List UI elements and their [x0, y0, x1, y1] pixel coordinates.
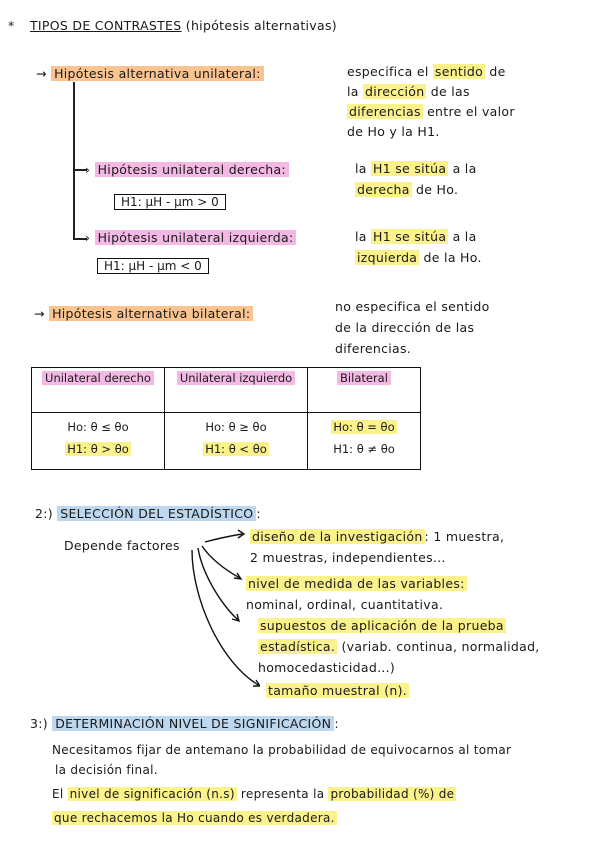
arrow-icon: › — [85, 230, 91, 245]
factor-item: tamaño muestral (n). — [266, 683, 410, 698]
contrast-table: Unilateral derecho Unilateral izquierdo … — [31, 367, 421, 470]
unilateral-row: → Hipótesis alternativa unilateral: — [36, 66, 264, 81]
unilateral-desc-line: la dirección de las — [347, 84, 470, 99]
table-cell: Ho: θ ≤ θo H1: θ > θo — [31, 412, 165, 470]
derecha-formula: H1: μH - μm > 0 — [114, 194, 226, 210]
table-header-cell: Bilateral — [307, 367, 421, 413]
factor-line: nivel de medida de las variables: — [246, 576, 467, 591]
table-header-cell: Unilateral derecho — [31, 367, 165, 413]
izquierda-formula: H1: μH - μm < 0 — [97, 258, 209, 274]
derecha-desc: la H1 se sitúa a la derecha de Ho. — [355, 158, 477, 200]
bilateral-desc-line: no especifica el sentido — [335, 299, 490, 314]
unilateral-label: Hipótesis alternativa unilateral: — [51, 66, 264, 81]
table-header-row: Unilateral derecho Unilateral izquierdo … — [31, 367, 421, 413]
section3-number: 3:) — [30, 716, 48, 731]
section1-title: TIPOS DE CONTRASTES — [30, 18, 182, 33]
table-header-cell: Unilateral izquierdo — [164, 367, 308, 413]
izquierda-row: › Hipótesis unilateral izquierda: — [85, 230, 297, 245]
section2-number: 2:) — [35, 506, 53, 521]
section3-heading: 3:) DETERMINACIÓN NIVEL DE SIGNIFICACIÓN… — [30, 716, 339, 731]
factor-arrows-icon — [191, 529, 260, 687]
factor-item: diseño de la investigación: 1 muestra, 2… — [250, 526, 504, 568]
unilateral-desc: especifica el sentido de la dirección de… — [347, 62, 515, 142]
derecha-desc-line: derecha de Ho. — [355, 182, 459, 197]
section3-line: que rechacemos la Ho cuando es verdadera… — [52, 811, 337, 825]
bilateral-desc-line: diferencias. — [335, 341, 412, 356]
izquierda-desc-line: izquierda de la Ho. — [355, 250, 482, 265]
section2-title: SELECCIÓN DEL ESTADÍSTICO — [57, 506, 257, 521]
tree-branch-line — [73, 169, 87, 171]
section3-line: El nivel de significación (n.s) represen… — [52, 787, 457, 801]
factor-line: tamaño muestral (n). — [266, 683, 410, 698]
section3-line: la decisión final. — [55, 763, 158, 777]
derecha-desc-line: la H1 se sitúa a la — [355, 161, 477, 176]
unilateral-desc-line: especifica el sentido de — [347, 64, 506, 79]
tree-vertical-line — [73, 82, 75, 240]
section3-body: Necesitamos fijar de antemano la probabi… — [52, 740, 511, 828]
bilateral-row: → Hipótesis alternativa bilateral: — [34, 306, 254, 321]
arrow-icon: › — [85, 162, 91, 177]
izquierda-label: Hipótesis unilateral izquierda: — [94, 230, 297, 245]
section3-title: DETERMINACIÓN NIVEL DE SIGNIFICACIÓN — [52, 716, 335, 731]
derecha-row: › Hipótesis unilateral derecha: — [85, 162, 289, 177]
factor-line: nominal, ordinal, cuantitativa. — [246, 597, 444, 612]
section1-bullet: * — [8, 18, 15, 33]
izquierda-desc-line: la H1 se sitúa a la — [355, 229, 477, 244]
bilateral-desc: no especifica el sentido de la dirección… — [335, 296, 490, 359]
factor-line: estadística. (variab. continua, normalid… — [258, 639, 540, 654]
factor-line: 2 muestras, independientes... — [250, 550, 446, 565]
arrow-icon: → — [34, 306, 45, 321]
factor-item: supuestos de aplicación de la prueba est… — [258, 615, 540, 678]
bilateral-label: Hipótesis alternativa bilateral: — [49, 306, 254, 321]
arrow-icon: → — [36, 66, 47, 81]
derecha-label: Hipótesis unilateral derecha: — [94, 162, 289, 177]
table-cell: Ho: θ ≥ θo H1: θ < θo — [164, 412, 308, 470]
unilateral-desc-line: diferencias entre el valor — [347, 104, 515, 119]
factor-item: nivel de medida de las variables: nomina… — [246, 573, 467, 615]
factor-line: homocedasticidad...) — [258, 660, 396, 675]
bilateral-desc-line: de la dirección de las — [335, 320, 475, 335]
section3-line: Necesitamos fijar de antemano la probabi… — [52, 743, 512, 757]
section1-heading: TIPOS DE CONTRASTES (hipótesis alternati… — [30, 18, 337, 33]
factor-line: diseño de la investigación: 1 muestra, — [250, 529, 505, 544]
izquierda-desc: la H1 se sitúa a la izquierda de la Ho. — [355, 226, 482, 268]
table-row: Ho: θ ≤ θo H1: θ > θo Ho: θ ≥ θo H1: θ <… — [31, 412, 421, 470]
section1-title-note: (hipótesis alternativas) — [185, 18, 337, 33]
table-cell: Ho: θ = θo H1: θ ≠ θo — [307, 412, 421, 470]
tree-branch-line — [73, 238, 87, 240]
depends-label: Depende factores — [64, 538, 180, 553]
factor-line: supuestos de aplicación de la prueba — [258, 618, 506, 633]
unilateral-desc-line: de Ho y la H1. — [347, 124, 440, 139]
section2-heading: 2:) SELECCIÓN DEL ESTADÍSTICO: — [35, 506, 261, 521]
